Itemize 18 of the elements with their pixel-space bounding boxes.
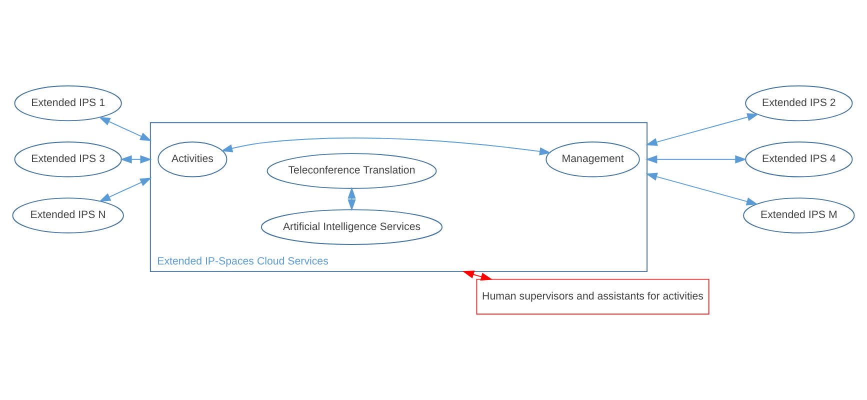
node-box: Human supervisors and assistants for activities (476, 278, 710, 315)
arrow (98, 116, 152, 142)
node-ellipse: Extended IPS 1 (14, 85, 122, 122)
node-ellipse: Artificial Intelligence Services (260, 209, 443, 245)
arrow (120, 155, 152, 164)
node-ellipse: Extended IPS 3 (14, 141, 122, 178)
node-ellipse: Teleconference Translation (266, 153, 437, 189)
arrow (646, 113, 759, 146)
arrow (646, 172, 758, 206)
arrow (348, 187, 356, 212)
arrow (220, 138, 552, 156)
arrow (646, 155, 747, 164)
node-ellipse: Extended IPS N (12, 198, 124, 234)
node-ellipse: Activities (158, 141, 228, 178)
node-ellipse: Extended IPS 4 (745, 141, 853, 178)
arrow (462, 270, 493, 281)
arrow (98, 178, 152, 202)
node-ellipse: Management (546, 141, 640, 178)
